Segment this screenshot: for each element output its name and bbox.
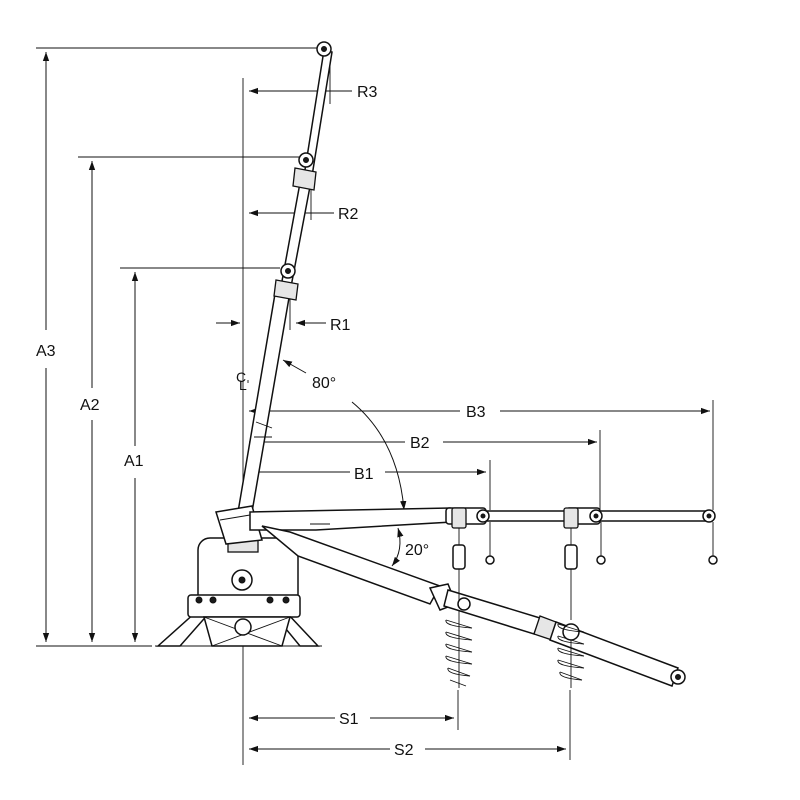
label-s2: S2 — [394, 742, 414, 759]
label-a1: A1 — [124, 453, 144, 470]
label-a3: A3 — [36, 343, 56, 360]
label-b1: B1 — [354, 466, 374, 483]
label-a2: A2 — [80, 397, 100, 414]
label-s1: S1 — [339, 711, 359, 728]
span-dimensions — [249, 690, 571, 760]
label-angle-mast: 80° — [312, 375, 336, 392]
centerline-symbol-l: L — [239, 377, 247, 393]
label-angle-boom: 20° — [405, 542, 429, 559]
label-r3: R3 — [357, 84, 378, 101]
auger-2 — [557, 507, 585, 688]
crane-base — [155, 505, 322, 647]
hook-icon — [485, 555, 495, 565]
hook-icon — [596, 555, 606, 565]
label-r1: R1 — [330, 317, 351, 334]
auger-1 — [445, 507, 473, 688]
centerline-symbol-c: C — [236, 369, 246, 385]
label-b2: B2 — [410, 435, 430, 452]
reach-dimensions — [249, 400, 714, 510]
inclined-boom — [261, 525, 686, 687]
height-dimensions — [36, 47, 320, 647]
label-r2: R2 — [338, 206, 359, 223]
label-b3: B3 — [466, 404, 486, 421]
centerline: C L — [236, 78, 249, 765]
hook-icon — [708, 555, 718, 565]
telescopic-mast — [237, 41, 333, 513]
angle-indicators — [282, 359, 407, 567]
